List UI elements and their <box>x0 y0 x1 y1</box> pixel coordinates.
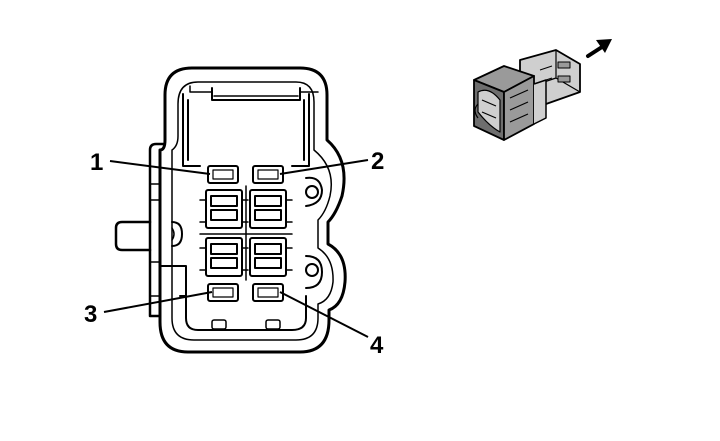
top-latch <box>211 87 301 101</box>
pin-cavity-1-inner <box>212 169 234 180</box>
bottom-tab-right <box>265 319 281 330</box>
pin-label-3: 3 <box>84 301 97 328</box>
housing-outline <box>158 66 347 354</box>
pin-label-4: 4 <box>370 332 384 359</box>
leader-line-2 <box>279 159 369 175</box>
leader-line-3 <box>103 291 213 313</box>
housing-inner-outline <box>171 81 334 341</box>
top-latch-detail <box>189 85 319 97</box>
left-side-rib-detail <box>149 183 161 297</box>
connector-3d-view <box>473 49 581 141</box>
arrow-up-right-icon <box>586 39 612 58</box>
pin-cavity-4-inner <box>257 287 279 298</box>
right-lower-ear-hole <box>305 263 319 277</box>
lower-left-ledge <box>159 265 187 297</box>
leader-lines <box>103 159 369 338</box>
left-mid-notch <box>171 221 183 247</box>
left-inner-rail <box>182 93 201 167</box>
bottom-cavity <box>185 295 307 331</box>
right-upper-ear-hole <box>305 185 319 199</box>
terminal-block-upper-left <box>199 189 249 229</box>
locking-tab <box>114 220 152 252</box>
left-side-rib <box>148 142 165 318</box>
right-lower-ear <box>305 255 323 289</box>
terminal-block-lower-right <box>249 237 293 277</box>
right-inner-rail <box>291 93 310 167</box>
pin-cavity-2-inner <box>257 169 279 180</box>
bottom-tab-left <box>211 319 227 330</box>
center-divider <box>199 185 293 281</box>
pin-label-2: 2 <box>371 148 384 175</box>
terminal-block-upper-right <box>249 189 293 229</box>
leader-line-4 <box>279 291 369 338</box>
right-upper-ear <box>305 176 323 207</box>
pin-label-1: 1 <box>90 149 103 176</box>
left-mid-notch-inner <box>171 227 175 241</box>
leader-line-1 <box>109 160 211 175</box>
terminal-block-lower-left <box>199 237 249 277</box>
connector-face-view <box>114 66 347 354</box>
pin-cavity-3-inner <box>212 287 234 298</box>
